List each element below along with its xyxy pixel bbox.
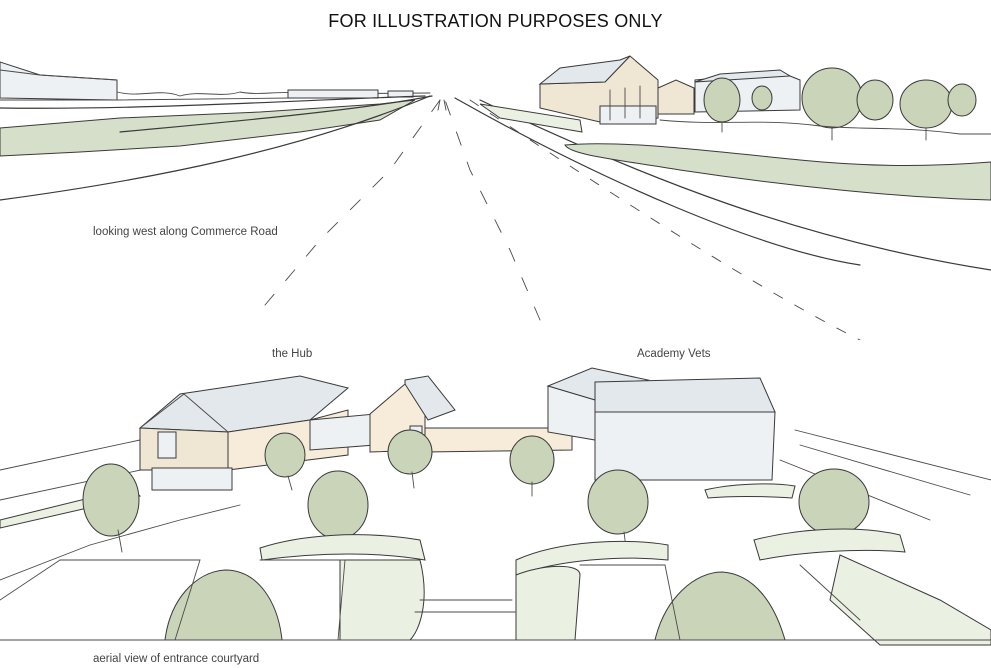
academy-vets-label: Academy Vets [637,348,711,360]
street-view-sketch [0,55,991,340]
hub-label: the Hub [272,348,313,360]
street-view-caption: looking west along Commerce Road [93,226,278,238]
courtyard-caption: aerial view of entrance courtyard [93,653,260,665]
illustration-disclaimer-heading: FOR ILLUSTRATION PURPOSES ONLY [328,11,663,31]
